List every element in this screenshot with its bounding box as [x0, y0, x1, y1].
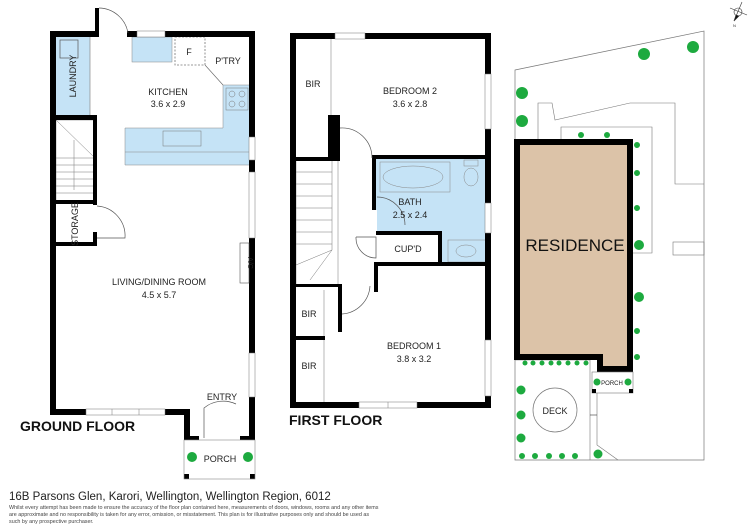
- fridge-label: F: [186, 47, 192, 57]
- ground-floor-title: GROUND FLOOR: [20, 418, 135, 434]
- entry-label: ENTRY: [207, 392, 237, 402]
- first-windows: [334, 32, 492, 409]
- bedroom2-door[interactable]: [339, 127, 373, 159]
- first-stairs: [295, 159, 339, 286]
- ac-unit: [239, 242, 250, 284]
- bedroom1-label: BEDROOM 1: [387, 341, 441, 351]
- entry-door[interactable]: [203, 400, 237, 438]
- storage-door[interactable]: [96, 205, 126, 239]
- deck: [532, 387, 578, 433]
- bath-door[interactable]: [376, 196, 406, 226]
- pantry-label: P'TRY: [215, 56, 241, 66]
- laundry-label: LAUNDRY: [68, 55, 78, 98]
- cupd-door[interactable]: [355, 236, 377, 259]
- bedroom2-label: BEDROOM 2: [383, 86, 437, 96]
- deck-label: DECK: [542, 406, 567, 416]
- trees: [516, 41, 699, 459]
- ground-windows: [85, 30, 256, 416]
- tree-icon: [187, 452, 197, 462]
- bir-label: BIR: [301, 361, 317, 371]
- kitchen-size: 3.6 x 2.9: [151, 99, 186, 109]
- residence: [514, 139, 633, 372]
- tree-icon: [243, 452, 253, 462]
- bedroom1-door[interactable]: [341, 285, 371, 315]
- laundry-area: [56, 37, 90, 115]
- bath-area: [374, 158, 488, 263]
- porch: [183, 439, 256, 480]
- bedroom1-size: 3.8 x 3.2: [397, 354, 432, 364]
- residence-label: RESIDENCE: [525, 236, 624, 255]
- bath-size: 2.5 x 2.4: [393, 210, 428, 220]
- porch-label: PORCH: [204, 454, 237, 464]
- bir-label: BIR: [301, 309, 317, 319]
- site-plan: RESIDENCE PORCH DECK N: [514, 1, 748, 461]
- living-label: LIVING/DINING ROOM: [112, 277, 206, 287]
- back-door[interactable]: [98, 7, 129, 34]
- compass-icon: [729, 1, 748, 22]
- living-size: 4.5 x 5.7: [142, 290, 177, 300]
- bath-label: BATH: [398, 197, 421, 207]
- first-floor-plan: BIR BEDROOM 2 3.6 x 2.8 BATH 2.5 x 2.4 C…: [289, 32, 492, 428]
- cooktop: [225, 87, 249, 111]
- ac-label: A/C: [246, 257, 253, 269]
- laundry-tub: [59, 39, 79, 59]
- first-floor-title: FIRST FLOOR: [289, 412, 382, 428]
- storage-label: STORAGE: [70, 202, 80, 246]
- bir-label: BIR: [305, 79, 321, 89]
- cupd-label: CUP'D: [394, 244, 422, 254]
- ground-floor-plan: LAUNDRY KITCHEN 3.6 x 2.9 F P'TRY STORAG…: [20, 7, 256, 480]
- site-porch: [591, 371, 634, 394]
- compass-north-label: N: [733, 23, 736, 28]
- bathtub: [379, 161, 451, 193]
- sink: [162, 130, 202, 147]
- kitchen-label: KITCHEN: [148, 87, 188, 97]
- site-porch-label: PORCH: [601, 381, 623, 387]
- disclaimer: Whilst every attempt has been made to en…: [9, 505, 379, 525]
- driveway: [537, 102, 704, 185]
- property-address: 16B Parsons Glen, Karori, Wellington, We…: [9, 491, 331, 503]
- bedroom2-size: 3.6 x 2.8: [393, 99, 428, 109]
- ground-stairs: [55, 119, 96, 203]
- toilet: [463, 167, 479, 187]
- kitchen-top-counter: [131, 36, 173, 63]
